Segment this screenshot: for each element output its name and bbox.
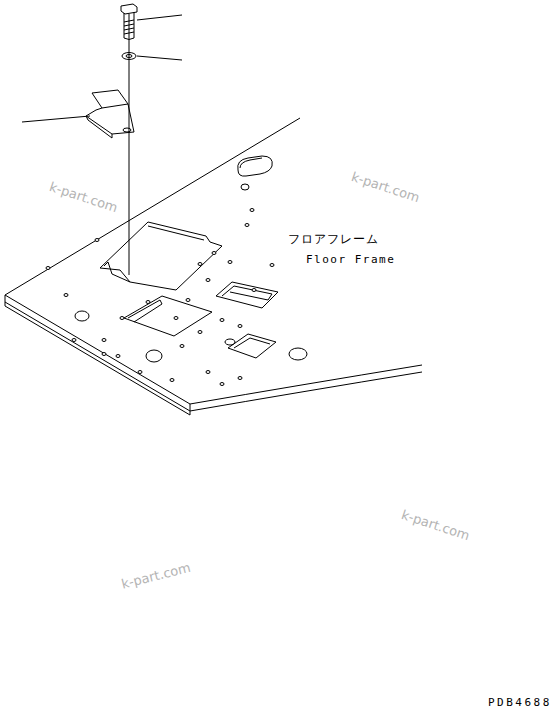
watermark: k-part.com	[400, 508, 472, 543]
hole	[102, 353, 106, 356]
hole	[102, 339, 106, 342]
hole	[238, 325, 242, 328]
watermark: k-part.com	[120, 561, 192, 592]
part-name: フロアフレーム	[288, 233, 379, 246]
drawing-number: PDB4688	[488, 697, 552, 709]
hole	[146, 301, 150, 304]
watermark: k-part.com	[350, 170, 422, 205]
floor-plate	[5, 118, 422, 415]
hole	[46, 267, 50, 270]
hole	[238, 377, 242, 380]
hole	[138, 371, 142, 374]
hole	[270, 264, 274, 267]
bracket	[86, 90, 134, 138]
hole	[220, 383, 224, 386]
hole	[206, 279, 210, 282]
hole	[64, 294, 68, 297]
hole	[174, 317, 178, 320]
hole	[186, 299, 190, 302]
hole	[212, 252, 216, 255]
hole	[250, 209, 254, 212]
hole	[72, 339, 76, 342]
hole	[228, 261, 232, 264]
hole	[220, 319, 224, 322]
small-holes	[46, 209, 274, 386]
assembly-line	[129, 14, 130, 275]
hole	[116, 355, 120, 358]
hole	[170, 379, 174, 382]
hole	[245, 224, 249, 227]
leader-line	[22, 15, 182, 122]
watermark: k-part.com	[48, 180, 120, 215]
hole	[120, 317, 124, 320]
hole	[252, 289, 256, 292]
hole	[206, 371, 210, 374]
hole	[198, 263, 202, 266]
hole	[180, 345, 184, 348]
hole	[198, 331, 202, 334]
part-name: Floor Frame	[306, 254, 395, 266]
hole	[95, 239, 99, 242]
